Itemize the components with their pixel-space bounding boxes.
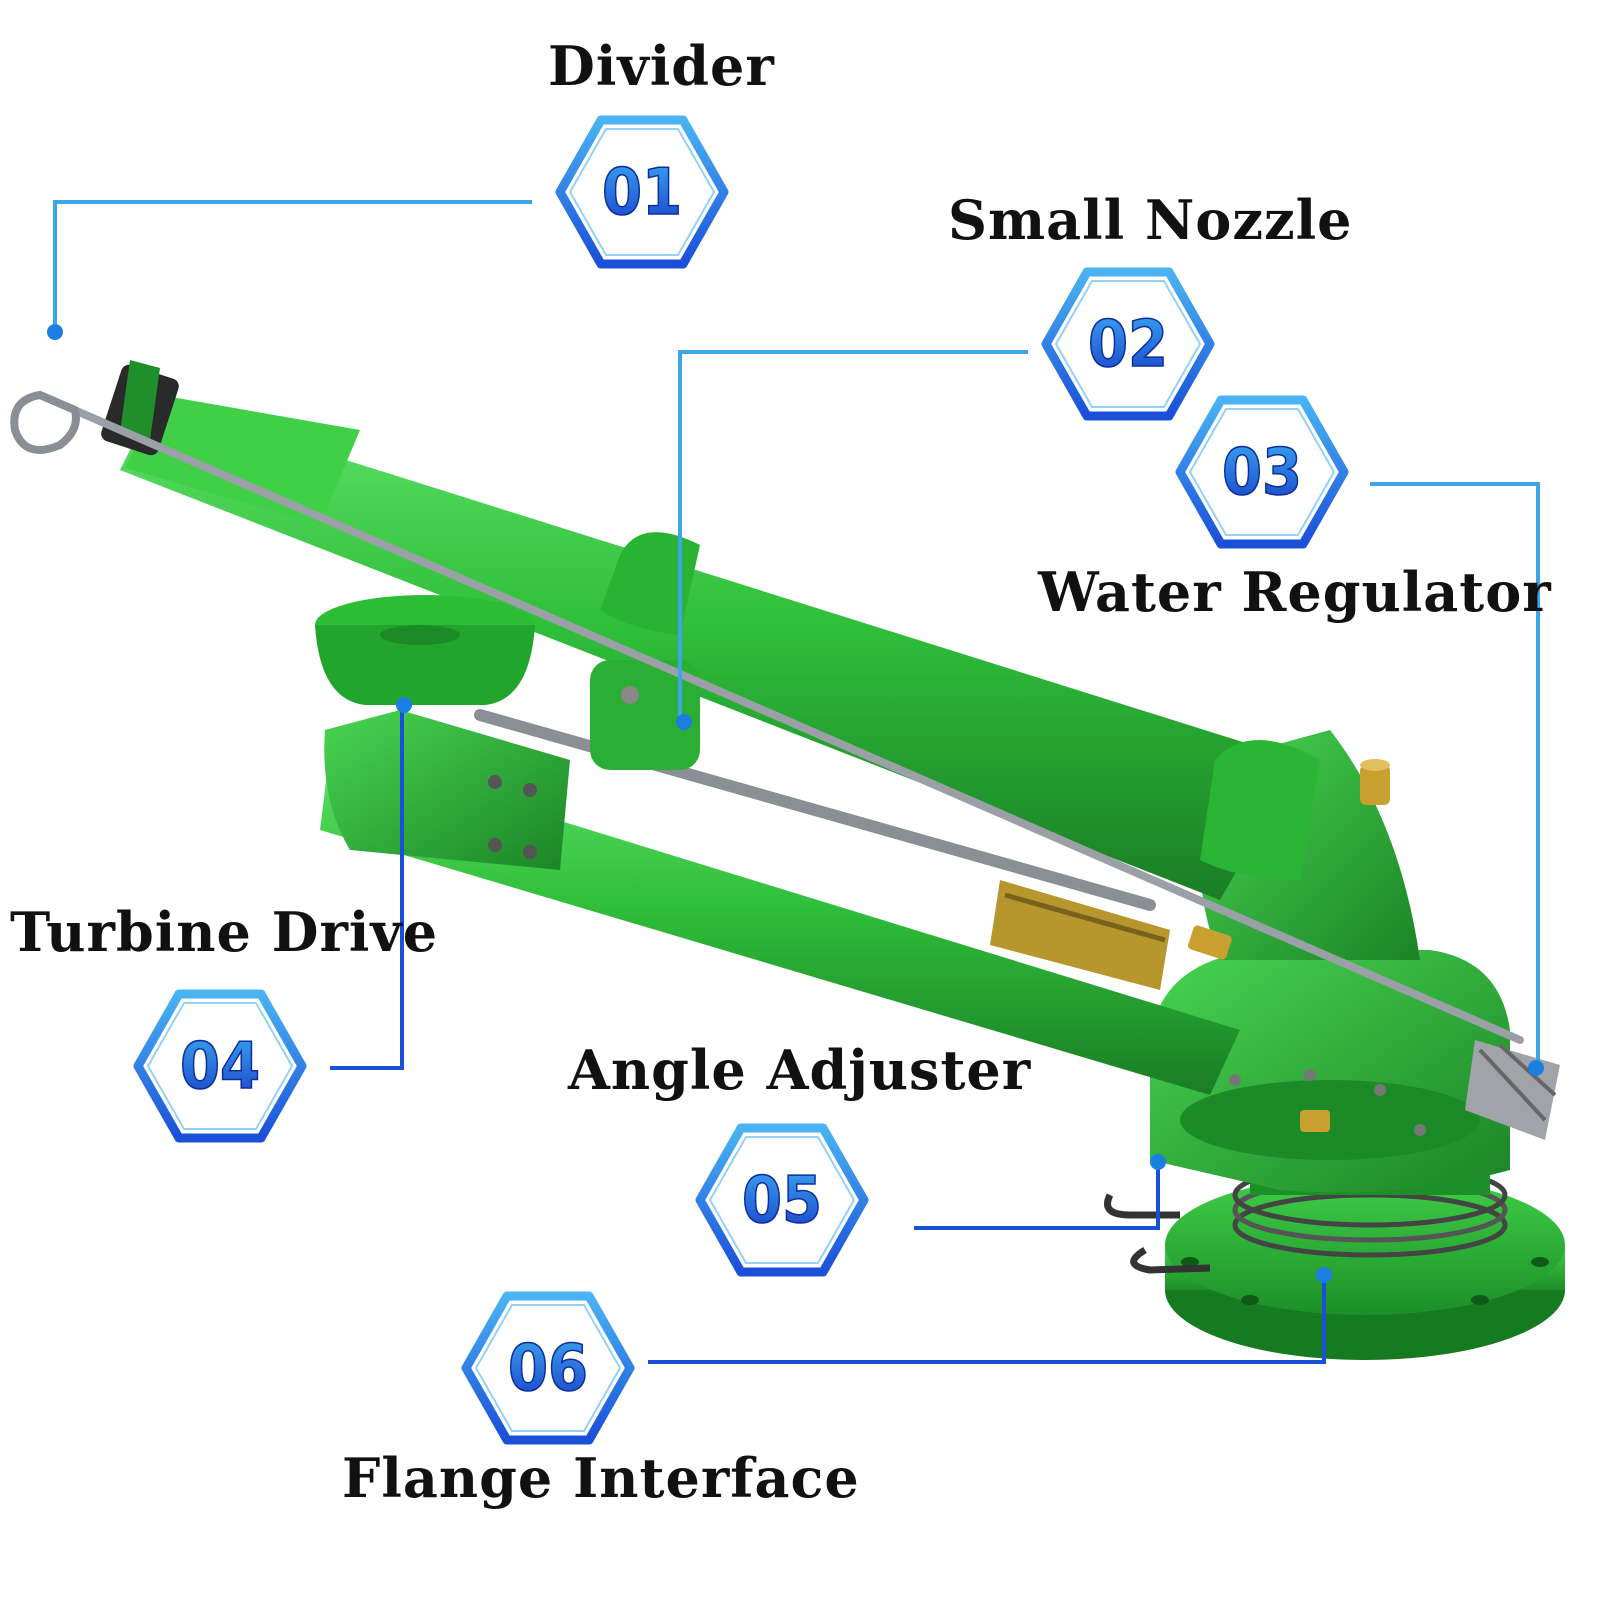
callout-line-04: [330, 705, 404, 1070]
label-turbine-drive: Turbine Drive: [10, 900, 439, 964]
callout-dot-04: [396, 697, 412, 713]
callout-line-01: [53, 200, 532, 332]
callout-dot-03: [1528, 1060, 1544, 1076]
label-angle-adjuster: Angle Adjuster: [568, 1038, 1032, 1102]
callout-line-05: [914, 1162, 1160, 1230]
hex-badge-01: 01: [555, 115, 729, 269]
hex-badge-05: 05: [695, 1123, 869, 1277]
hex-number-05: 05: [742, 1164, 822, 1238]
hex-outline-03: [1175, 395, 1349, 549]
label-water-regulator: Water Regulator: [1038, 560, 1552, 624]
base-hook: [1104, 1193, 1180, 1219]
label-flange-interface: Flange Interface: [342, 1446, 860, 1510]
callout-line-03: [1370, 482, 1540, 1068]
hex-number-02: 02: [1088, 308, 1168, 382]
rod-loop: [10, 390, 80, 454]
callout-lines: [47, 200, 1544, 1364]
hex-outline-01: [555, 115, 729, 269]
steel-rod: [36, 391, 1524, 1044]
callout-line-02: [678, 350, 1028, 722]
turbine-drive: [315, 595, 700, 870]
callout-line-06: [648, 1275, 1326, 1364]
callout-dot-06: [1316, 1267, 1332, 1283]
angle-adjuster-part: [990, 880, 1232, 990]
callout-dot-05: [1150, 1154, 1166, 1170]
main-barrel: [101, 360, 1320, 900]
label-divider: Divider: [548, 34, 775, 98]
callout-dot-02: [676, 714, 692, 730]
callout-dot-01: [47, 324, 63, 340]
hex-number-06: 06: [508, 1332, 588, 1406]
hex-outline-06: [461, 1291, 635, 1445]
hex-outline-02: [1041, 267, 1215, 421]
hex-badge-06: 06: [461, 1291, 635, 1445]
hex-number-04: 04: [180, 1030, 260, 1104]
hex-number-01: 01: [602, 156, 682, 230]
label-small-nozzle: Small Nozzle: [948, 188, 1353, 252]
hex-badge-02: 02: [1041, 267, 1215, 421]
hex-outline-05: [695, 1123, 869, 1277]
hex-number-03: 03: [1222, 436, 1302, 510]
hex-outline-04: [133, 989, 307, 1143]
hex-badge-04: 04: [133, 989, 307, 1143]
elbow-body: [1150, 730, 1510, 1193]
sprinkler-gun: [10, 360, 1565, 1360]
hex-badge-03: 03: [1175, 395, 1349, 549]
hex-badges: 01 02 03 04 05 06: [133, 115, 1349, 1445]
